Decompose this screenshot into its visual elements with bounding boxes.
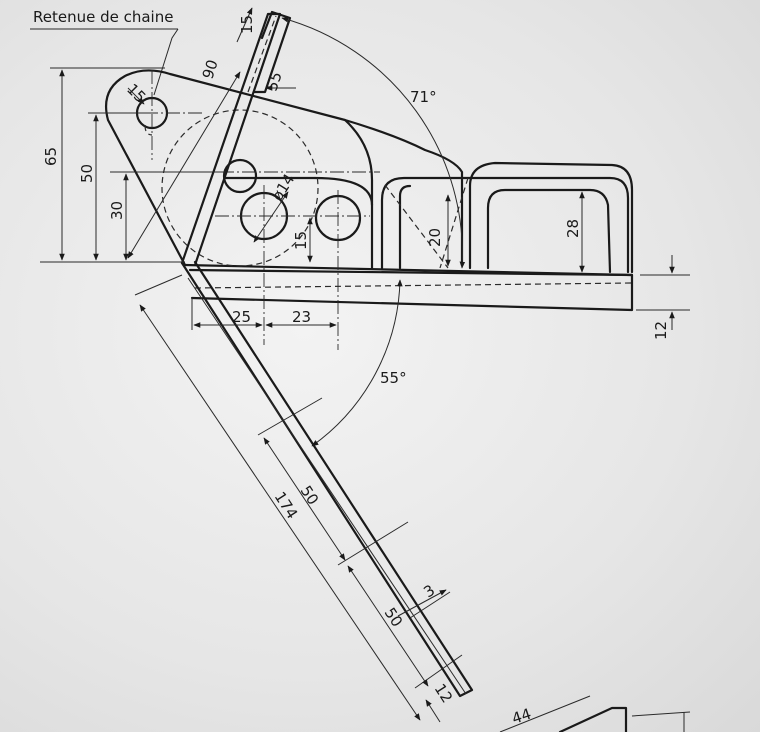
dim-label-30: 30 [108, 201, 126, 220]
dim-label-50-a: 50 [297, 482, 322, 508]
angle-arc-55 [311, 279, 403, 447]
dim-line-90 [127, 71, 241, 259]
dim-label-71: 71° [410, 88, 437, 106]
dim-label-90: 90 [199, 58, 222, 82]
dim-label-44: 44 [510, 705, 534, 728]
dim-label-hole: ø14 [268, 171, 298, 205]
dim-label-55-small: 55 [263, 70, 286, 94]
upper-bar-hidden [247, 15, 277, 93]
dim-label-12-right: 12 [652, 321, 670, 340]
dim-line-15-top [236, 7, 253, 43]
hook-inner [380, 176, 630, 274]
dim-label-65: 65 [42, 147, 60, 166]
base-flange [188, 268, 634, 312]
dim-label-15-mid: 15 [292, 231, 310, 250]
dim-label-28: 28 [564, 219, 582, 238]
dim-line-50-b [347, 565, 429, 687]
hook-loop-inner [486, 188, 612, 274]
lower-bar-inner [187, 277, 467, 695]
ext-bar-mark-3 [414, 654, 463, 689]
angle-arc-71 [281, 16, 466, 269]
dim-line-12-bottom-bar [425, 699, 441, 723]
hidden-diagonal-1 [384, 184, 449, 269]
hook-outer [398, 184, 412, 270]
title-leader [153, 28, 179, 96]
dim-line-15-hole [127, 87, 145, 105]
lower-bar [180, 260, 474, 698]
ext-lower-bar [134, 274, 183, 296]
dim-label-23: 23 [292, 308, 311, 326]
dim-label-50-b: 50 [381, 604, 406, 630]
dim-label-55-angle: 55° [380, 369, 407, 387]
partial-dim-44-line [499, 695, 591, 732]
dim-line-50-a [263, 437, 346, 561]
partial-next-view [558, 706, 628, 732]
dim-line-3 [397, 589, 447, 617]
hook-loop [468, 161, 634, 274]
dim-label-25: 25 [232, 308, 251, 326]
dim-label-15-top: 15 [238, 15, 256, 34]
dim-label-50: 50 [78, 164, 96, 183]
partial-ext-line [631, 711, 691, 717]
dim-label-20: 20 [426, 228, 444, 247]
dim-label-15-hole: 15 [123, 80, 149, 106]
base-hidden-line [194, 282, 633, 289]
base-top-edge [183, 263, 634, 277]
upper-bar [180, 12, 282, 267]
drawing-title: Retenue de chaine [33, 8, 173, 26]
dim-label-3: 3 [420, 581, 438, 601]
